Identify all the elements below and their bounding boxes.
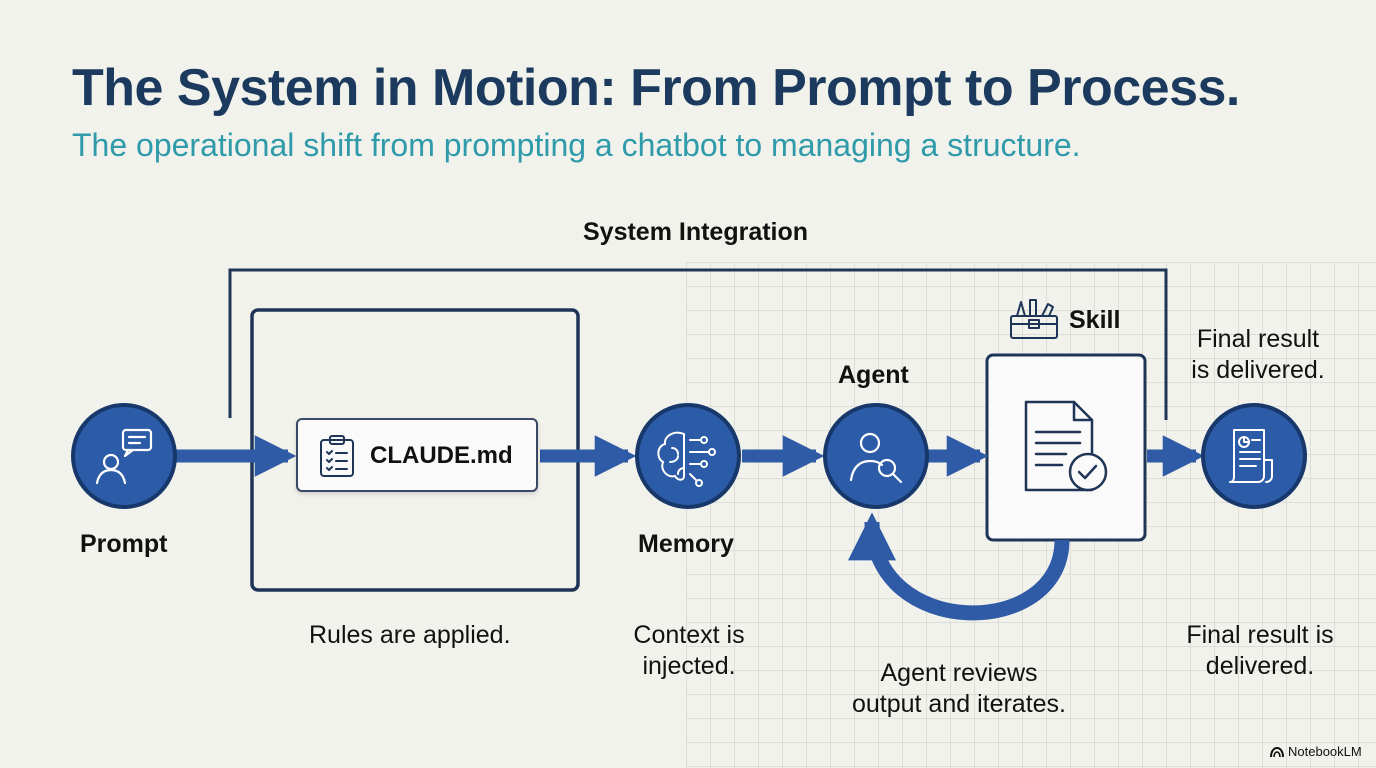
skill-box: [985, 353, 1147, 542]
result-caption-bottom: Final result is delivered.: [1175, 620, 1345, 682]
page-subtitle: The operational shift from prompting a c…: [72, 127, 1081, 163]
document-check-icon: [1024, 400, 1108, 492]
result-caption-top-line1: Final result: [1196, 325, 1320, 353]
result-caption-bottom-line1: Final result is: [1186, 621, 1334, 649]
brain-circuit-icon: [657, 431, 716, 487]
agent-caption-line2: output and iterates.: [851, 690, 1067, 718]
clipboard-checklist-icon: [320, 435, 354, 477]
memory-caption-line2: injected.: [642, 652, 736, 680]
memory-caption-line1: Context is: [633, 621, 745, 649]
memory-node: [635, 403, 741, 509]
user-chat-icon: [95, 428, 153, 485]
agent-label: Agent: [838, 361, 909, 389]
prompt-label: Prompt: [80, 530, 168, 558]
toolbox-icon: [1010, 299, 1058, 339]
result-caption-top-line2: is delivered.: [1191, 356, 1325, 384]
result-node: [1201, 403, 1307, 509]
notebooklm-branding: NotebookLM: [1270, 744, 1362, 759]
claude-md-label: CLAUDE.md: [370, 442, 513, 469]
result-caption-top: Final result is delivered.: [1178, 324, 1338, 386]
result-caption-bottom-line2: delivered.: [1205, 652, 1315, 680]
report-document-icon: [1229, 429, 1273, 483]
skill-label: Skill: [1069, 306, 1121, 334]
claude-md-box: CLAUDE.md: [296, 418, 538, 492]
iteration-loop-arrow: [848, 512, 1070, 621]
memory-label: Memory: [638, 530, 734, 558]
system-integration-label: System Integration: [583, 218, 809, 246]
memory-caption: Context is injected.: [620, 620, 758, 682]
agent-caption-line1: Agent reviews: [880, 659, 1038, 687]
prompt-node: [71, 403, 177, 509]
page-title: The System in Motion: From Prompt to Pro…: [72, 59, 1240, 117]
rules-caption: Rules are applied.: [309, 621, 511, 649]
branding-label: NotebookLM: [1288, 744, 1362, 759]
system-integration-frame: [228, 268, 1168, 420]
agent-caption: Agent reviews output and iterates.: [830, 658, 1088, 720]
agent-node: [823, 403, 929, 509]
notebooklm-logo-icon: [1270, 746, 1284, 757]
user-search-icon: [849, 432, 903, 484]
